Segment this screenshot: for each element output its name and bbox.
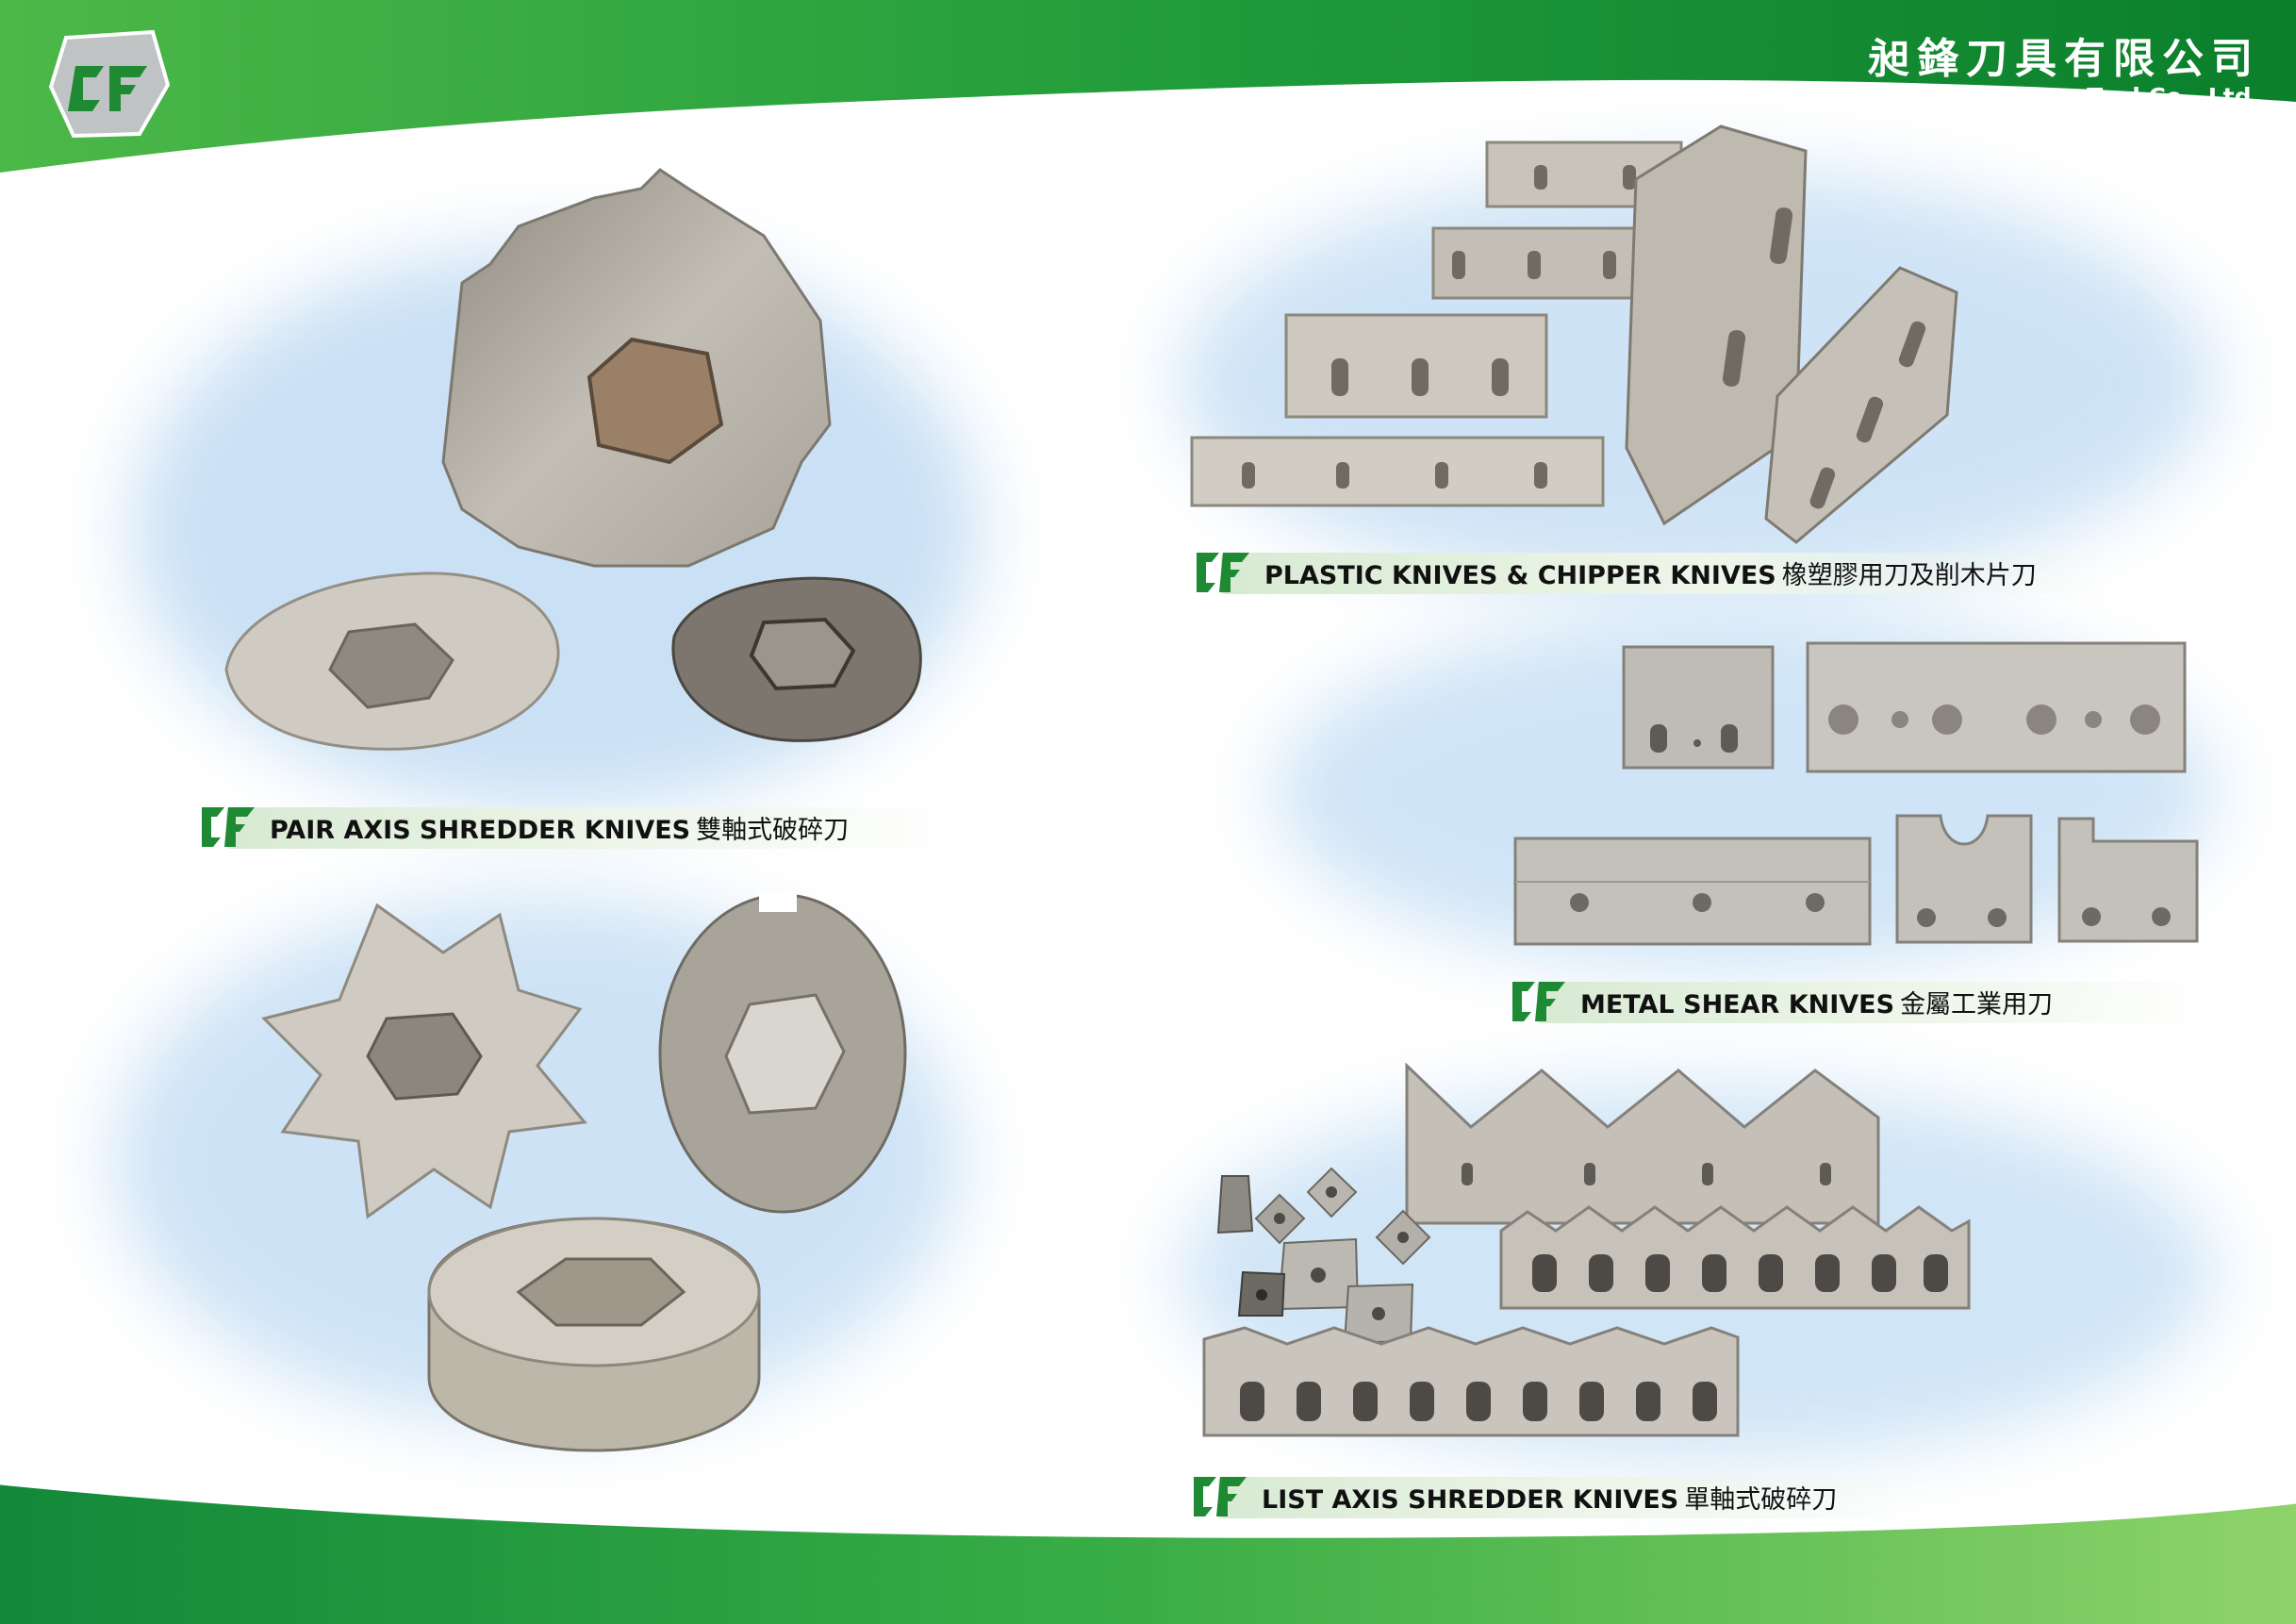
caption-en: PLASTIC KNIVES & CHIPPER KNIVES bbox=[1264, 560, 1776, 590]
company-name-cn: 昶鋒刀具有限公司 bbox=[1868, 35, 2260, 83]
company-name-en: Chang Feng Tool Co., Ltd. bbox=[1922, 83, 2260, 110]
list-axis-insert bbox=[1237, 1270, 1286, 1317]
plastic-knife-blade bbox=[1431, 226, 1639, 300]
metal-shear-step-block bbox=[2057, 817, 2199, 943]
pair-axis-dark-cutter bbox=[671, 576, 922, 742]
metal-shear-bar bbox=[1513, 837, 1872, 946]
cf-mark-icon bbox=[1194, 1477, 1247, 1516]
pair-axis-small-cutter bbox=[224, 572, 560, 751]
list-axis-insert bbox=[1254, 1193, 1306, 1245]
star-cutter bbox=[261, 903, 587, 1219]
plastic-knife-blade bbox=[1190, 436, 1605, 507]
caption-bar bbox=[226, 807, 962, 849]
company-logo bbox=[48, 29, 171, 139]
list-axis-insert bbox=[1306, 1167, 1358, 1218]
cf-mark-icon bbox=[1197, 553, 1249, 592]
plastic-knife-blade bbox=[1284, 313, 1548, 419]
caption-zh: 金屬工業用刀 bbox=[1900, 989, 2054, 1019]
list-axis-rotor-bar bbox=[1499, 1205, 1971, 1310]
caption-bar bbox=[1537, 982, 2216, 1023]
spacer-ring bbox=[658, 891, 907, 1214]
caption-en: METAL SHEAR KNIVES bbox=[1580, 989, 1895, 1019]
chipper-knife bbox=[1625, 124, 1808, 526]
caption-en: LIST AXIS SHREDDER KNIVES bbox=[1262, 1484, 1679, 1515]
pair-axis-large-cutter bbox=[441, 168, 832, 568]
metal-shear-notch-block bbox=[1895, 814, 2033, 944]
cf-mark-icon bbox=[1512, 982, 1565, 1021]
footer-band bbox=[0, 1480, 2296, 1624]
caption-bar bbox=[1221, 553, 2117, 594]
header-band bbox=[0, 0, 2296, 176]
caption-bar bbox=[1218, 1477, 1916, 1518]
caption-zh: 單軸式破碎刀 bbox=[1684, 1484, 1838, 1515]
list-axis-insert bbox=[1216, 1175, 1254, 1235]
chipper-knife bbox=[1764, 266, 1958, 544]
metal-shear-block bbox=[1622, 645, 1775, 770]
company-name: 昶鋒刀具有限公司 Chang Feng Tool Co., Ltd. bbox=[1868, 36, 2260, 111]
caption-zh: 橡塑膠用刀及削木片刀 bbox=[1781, 560, 2037, 590]
list-axis-rotor-bar bbox=[1202, 1326, 1740, 1437]
list-axis-insert bbox=[1375, 1209, 1431, 1266]
caption-zh: 雙軸式破碎刀 bbox=[696, 815, 850, 845]
list-axis-serrated-blade bbox=[1405, 1062, 1880, 1225]
caption-en: PAIR AXIS SHREDDER KNIVES bbox=[270, 815, 691, 845]
hex-ring bbox=[427, 1217, 761, 1452]
metal-shear-blade bbox=[1806, 641, 2187, 773]
cf-mark-icon bbox=[202, 807, 255, 847]
